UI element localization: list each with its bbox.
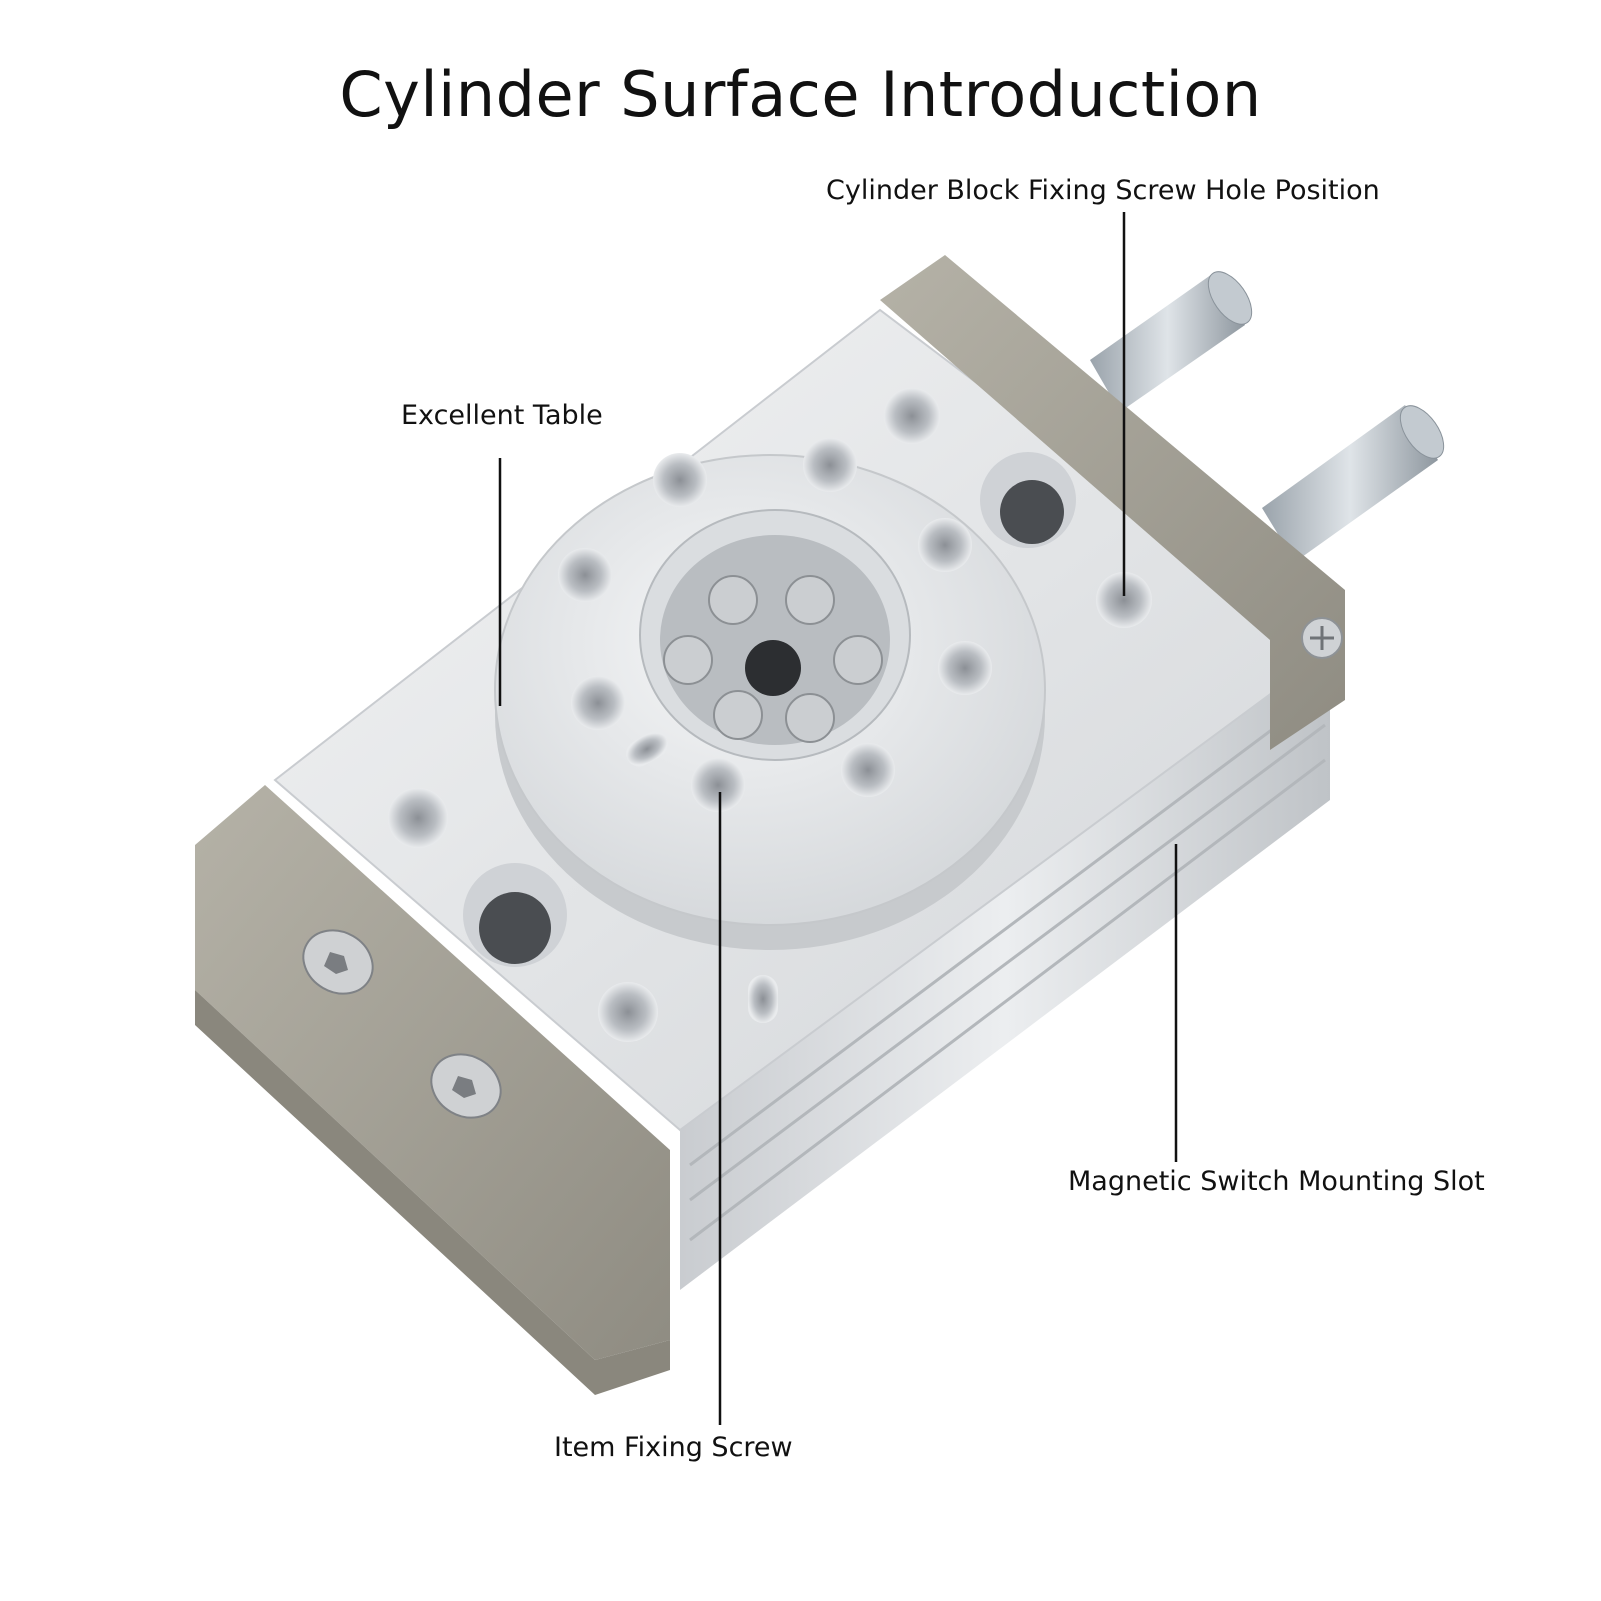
callout-block-fixing-screw-hole: Cylinder Block Fixing Screw Hole Positio… xyxy=(826,175,1380,206)
callout-excellent-table: Excellent Table xyxy=(401,400,603,431)
threaded-fitting-upper xyxy=(1090,271,1253,412)
front-end-cap xyxy=(195,785,670,1395)
callout-magnetic-switch-slot: Magnetic Switch Mounting Slot xyxy=(1068,1166,1485,1197)
threaded-fitting-lower xyxy=(1262,405,1445,562)
rotary-table xyxy=(494,438,1046,950)
back-end-cap xyxy=(880,255,1345,750)
table-fixing-holes xyxy=(558,438,992,812)
body-side-face xyxy=(680,650,1330,1290)
body-mounting-holes xyxy=(388,388,1152,1042)
page-title: Cylinder Surface Introduction xyxy=(339,58,1262,131)
magnetic-switch-slots xyxy=(689,688,1326,1242)
center-hex-screws xyxy=(663,575,883,743)
callout-item-fixing-screw: Item Fixing Screw xyxy=(554,1432,793,1463)
leader-lines xyxy=(498,212,1178,1425)
